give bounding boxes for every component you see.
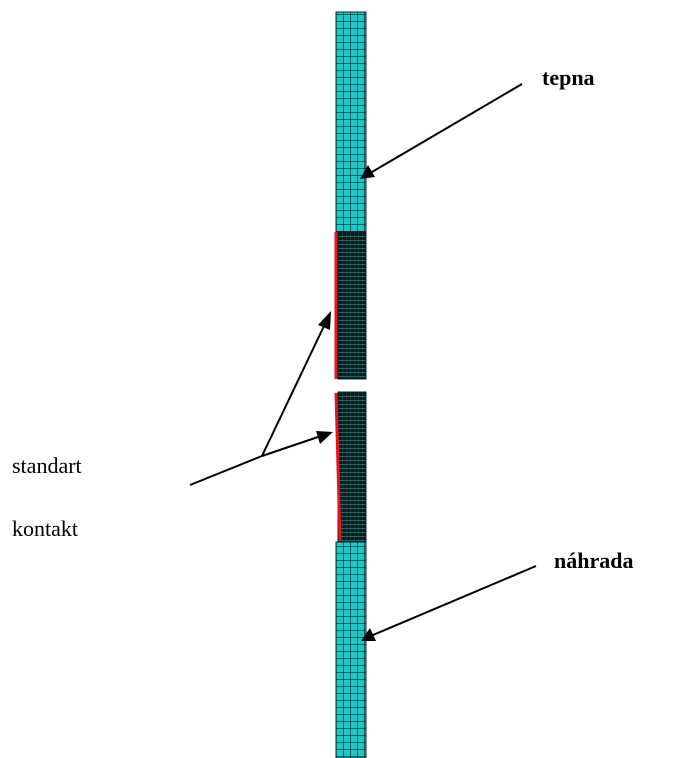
lower-contact-line (334, 392, 342, 542)
graft-mesh (335, 541, 367, 758)
tepna-arrow-line (371, 83, 523, 173)
contact-arrow-upper (261, 325, 325, 457)
arrowhead-icon (318, 311, 331, 330)
nahrada-arrow-line (372, 565, 537, 636)
label-standart: standart (12, 453, 82, 478)
contact-arrow-lower (261, 436, 319, 457)
label-kontakt: kontakt (12, 516, 78, 541)
label-nahrada: náhrada (554, 548, 634, 573)
arrowhead-icon (316, 431, 333, 444)
upper-contact-zone (337, 231, 367, 380)
arrows (189, 83, 537, 641)
contact-arrow-stem (189, 455, 263, 486)
lower-contact-zone (337, 391, 367, 543)
label-tepna: tepna (542, 65, 595, 90)
arrowhead-icon (361, 628, 376, 641)
arrowhead-icon (360, 165, 375, 179)
artery-mesh (335, 11, 367, 233)
